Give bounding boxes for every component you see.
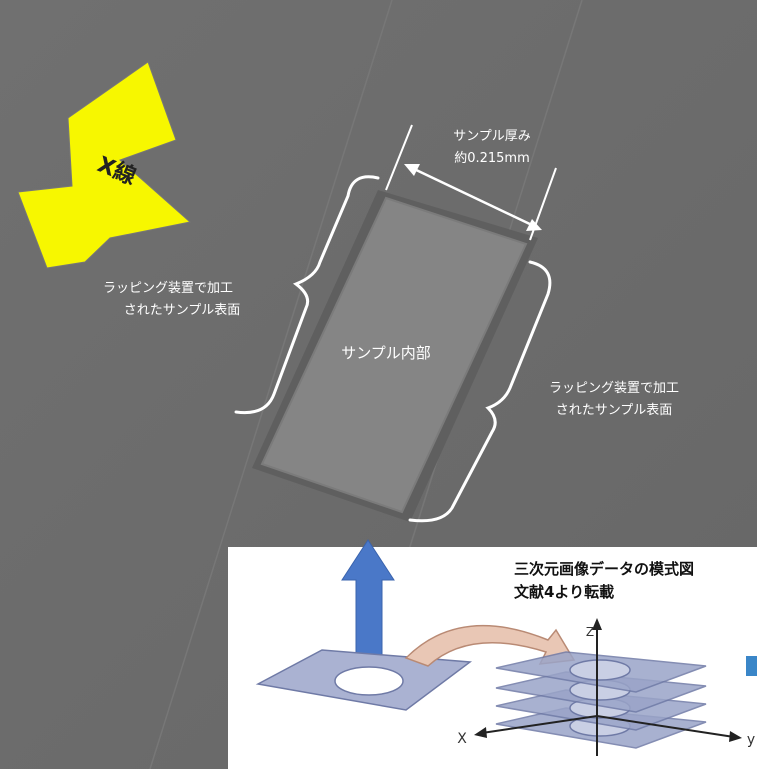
axis-y-line <box>596 715 735 738</box>
thickness-label-line1: サンプル厚み <box>453 129 531 144</box>
edge-blue-block <box>746 656 757 676</box>
surface-right-line1: ラッピング装置で加工 <box>549 381 679 396</box>
right-curly-bracket <box>408 260 552 523</box>
axis-x-label: X <box>457 731 467 747</box>
axis-x-line <box>481 715 598 734</box>
surface-right-line2: されたサンプル表面 <box>556 403 673 418</box>
axis-y-arrowhead <box>729 731 742 742</box>
axis-y-label: y <box>747 732 755 748</box>
thickness-arrow <box>404 164 542 231</box>
thickness-label-line2: 約0.215mm <box>454 151 530 166</box>
surface-left-line1: ラッピング装置で加工 <box>103 281 233 296</box>
left-curly-bracket <box>234 175 380 415</box>
axis-z-label: Z <box>586 625 594 639</box>
slice-stack <box>495 651 707 749</box>
inset-title-line2: 文献4より転載 <box>514 583 614 601</box>
axis-x-arrowhead <box>474 727 487 738</box>
axis-z-arrowhead <box>592 618 602 630</box>
axes-3d <box>474 618 742 756</box>
interior-label: サンプル内部 <box>341 344 431 362</box>
thickness-guides <box>385 124 557 241</box>
inset-title-line1: 三次元画像データの模式図 <box>514 560 694 578</box>
sample-interior <box>260 196 528 514</box>
surface-left-line2: されたサンプル表面 <box>124 303 241 318</box>
xray-arrow <box>17 61 192 269</box>
flat-slice-circle <box>334 666 404 696</box>
